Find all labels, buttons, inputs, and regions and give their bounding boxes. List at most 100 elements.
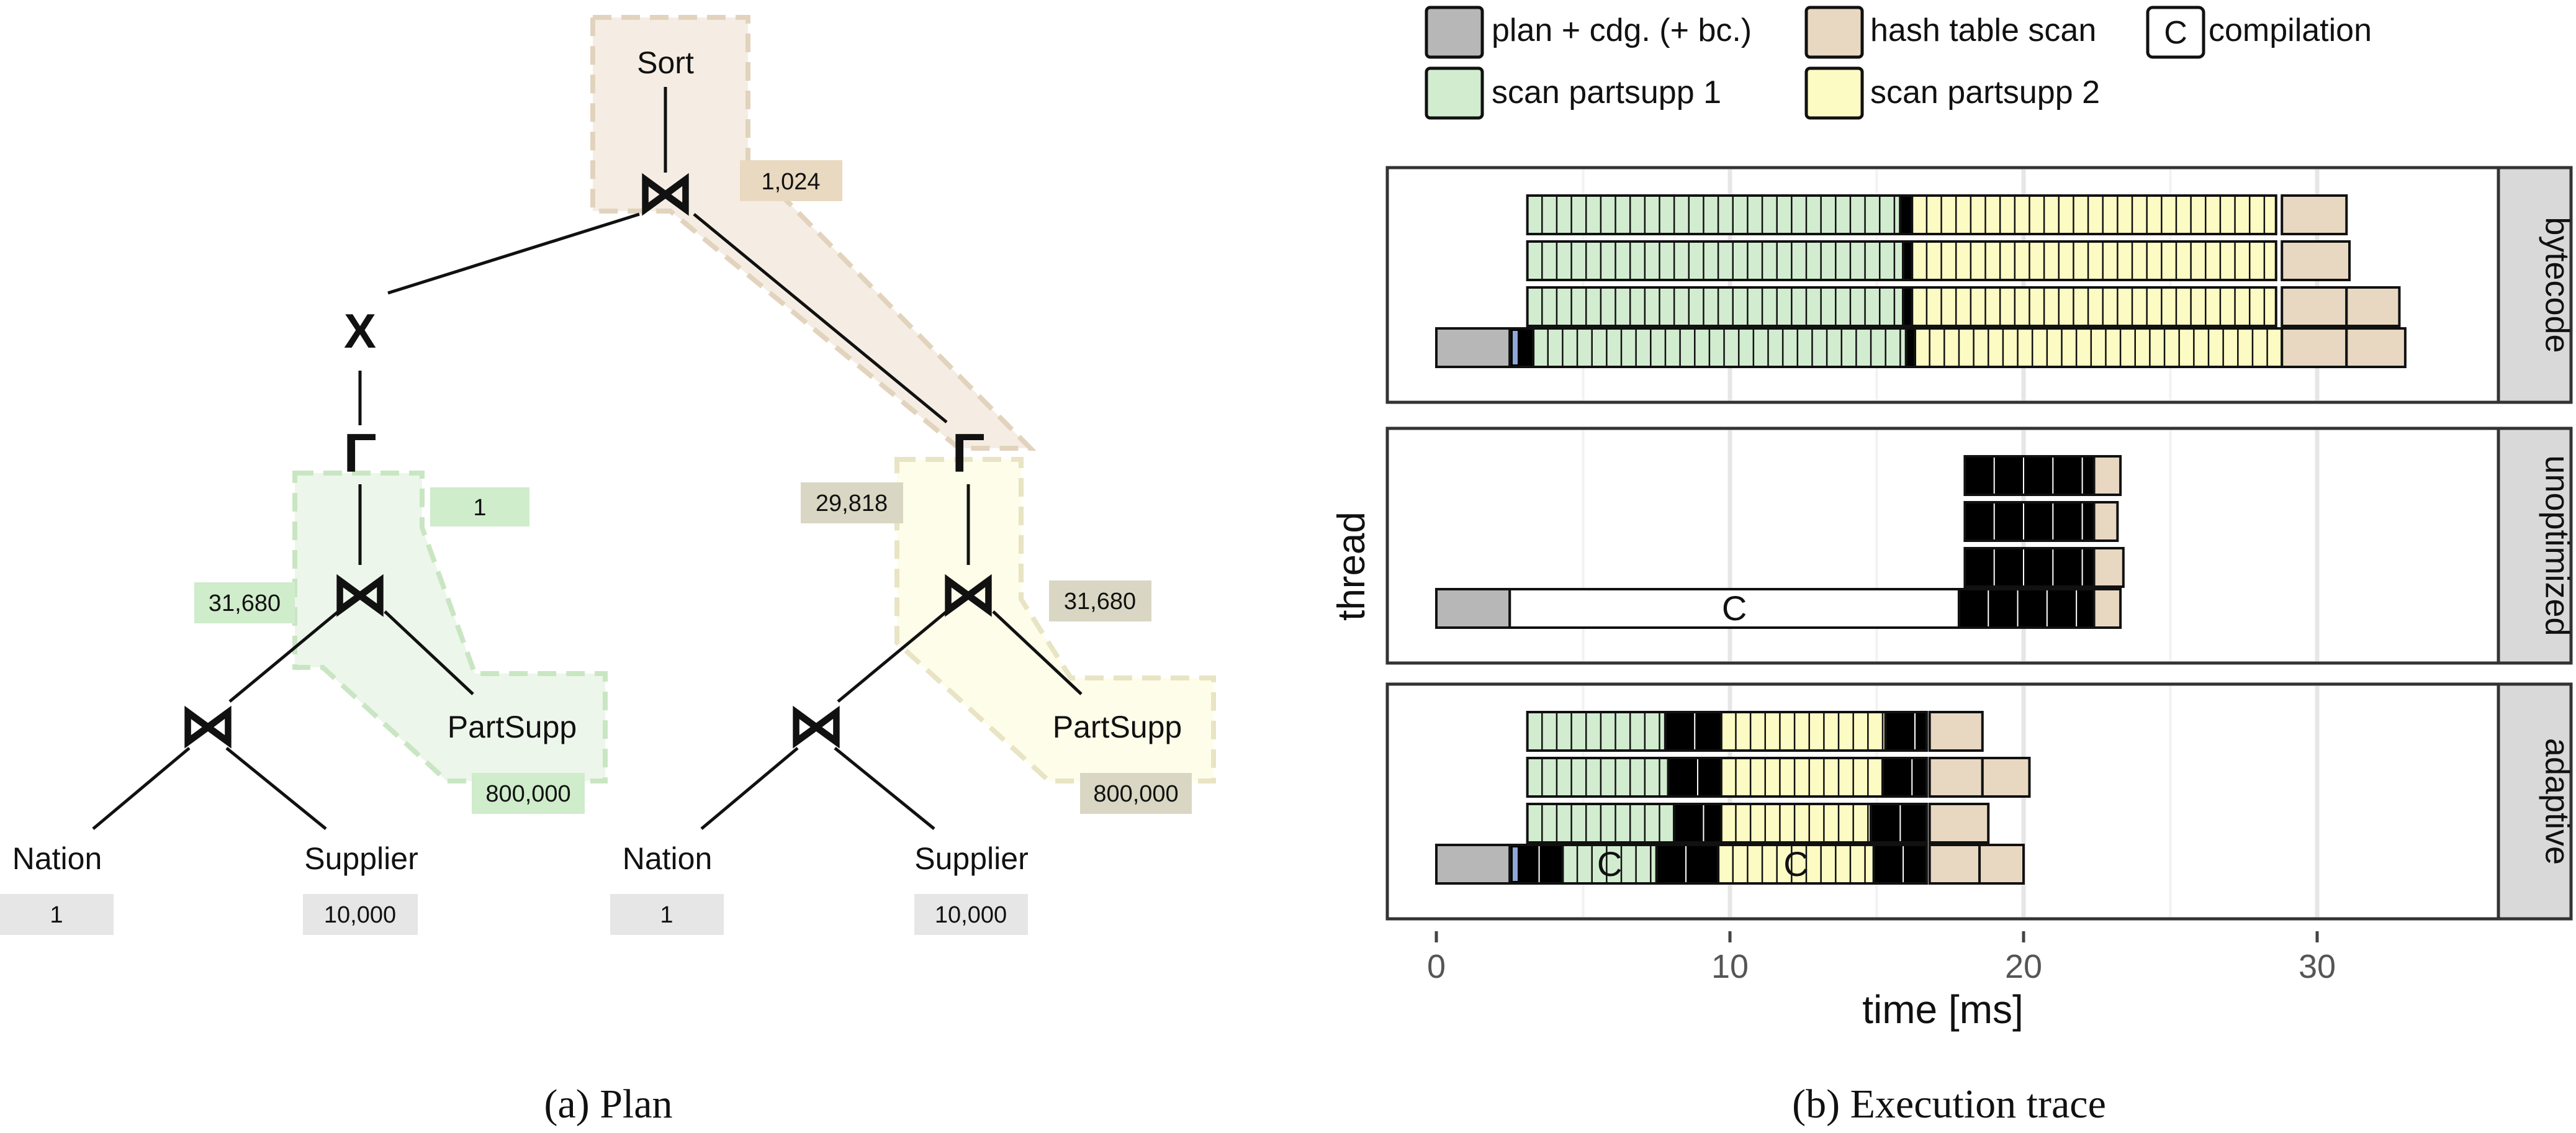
segment-hashscan	[1978, 844, 2025, 885]
highlight-left-pipeline	[292, 471, 608, 783]
segment-scan2	[1911, 240, 2277, 281]
badge-bg	[0, 894, 114, 935]
edge-innerjoin-supplier	[225, 747, 327, 830]
thread-row	[1526, 711, 1984, 752]
badge-bg	[472, 773, 585, 814]
segment-hashscan	[2092, 501, 2119, 542]
segment-plan	[1435, 327, 1511, 368]
badge-bg	[1080, 773, 1192, 814]
edge-innerjoin-nation	[92, 747, 191, 830]
segment-hashscan	[2281, 327, 2348, 368]
facet-strip-label: unoptimized	[2539, 455, 2576, 636]
compile-marker: C	[1783, 844, 1808, 883]
segment-hashscan	[1928, 844, 1981, 885]
legend-label-scan2: scan partsupp 2	[1870, 74, 2100, 111]
x-tick-label: 30	[2299, 948, 2336, 985]
partsupp-left-node: PartSupp	[448, 710, 577, 744]
segment-scan2	[1717, 844, 1875, 885]
edge-rightjoin-partsupp	[992, 610, 1083, 695]
nation-left-node: Nation	[12, 841, 102, 876]
thread-row	[1435, 327, 2407, 368]
segment-hashscan	[1928, 803, 1990, 844]
cardinality-left-join: 31,680	[209, 590, 281, 616]
legend-label-scan1: scan partsupp 1	[1492, 74, 1721, 111]
thread-row: C	[1435, 588, 2122, 629]
segment-black	[1963, 547, 2096, 588]
edge-leftjoin-partsupp	[384, 610, 474, 695]
x-tick-label: 0	[1427, 948, 1446, 985]
segment-black	[1963, 501, 2096, 542]
thread-row	[1526, 286, 2401, 327]
highlight-sort-pipeline	[590, 15, 1037, 451]
thread-row	[1963, 547, 2125, 588]
segment-black	[1904, 327, 1916, 368]
legend-swatch-plan	[1425, 6, 1484, 59]
segment-black	[1881, 757, 1928, 798]
join-icon: ⋈	[788, 694, 845, 757]
group-by-icon: Γ	[952, 422, 985, 484]
segment-scan2	[1719, 757, 1884, 798]
segment-hashscan	[1928, 757, 1984, 798]
segment-hashscan	[2092, 588, 2122, 629]
x-tick-label: 20	[2005, 948, 2042, 985]
segment-hashscan	[1928, 711, 1984, 752]
trace-panel: plan + cdg. (+ bc.) hash table scan C co…	[1330, 6, 2576, 1127]
segment-plan	[1435, 844, 1511, 885]
segment-scan1	[1526, 194, 1902, 235]
segment-black	[1872, 844, 1928, 885]
badge-bg	[914, 894, 1028, 935]
segment-scan1	[1526, 711, 1667, 752]
segment-hashscan	[2092, 547, 2125, 588]
segment-black	[1508, 844, 1564, 885]
thread-row	[1526, 803, 1990, 844]
plan-panel: Sort ⋈ X Γ ⋈ ⋈ Γ ⋈ ⋈ PartSupp Nation Sup…	[0, 15, 1216, 1127]
segment-hashscan	[2092, 455, 2122, 496]
segment-hashscan	[2281, 194, 2348, 235]
trace-caption: (b) Execution trace	[1792, 1081, 2106, 1127]
join-icon: ⋈	[940, 562, 997, 626]
segment-scan2	[1719, 711, 1887, 752]
segment-black	[1667, 757, 1723, 798]
segment-scan1	[1526, 757, 1670, 798]
cardinality-right-join: 31,680	[1064, 589, 1136, 615]
cardinality-right-group: 29,818	[816, 490, 888, 517]
segment-scan2	[1719, 803, 1873, 844]
cardinality-right-nation: 1	[660, 902, 673, 928]
badge-bg	[430, 487, 529, 526]
join-icon: ⋈	[331, 562, 389, 626]
thread-row	[1526, 240, 2351, 281]
plan-caption: (a) Plan	[544, 1081, 672, 1127]
segment-black	[1664, 711, 1723, 752]
thread-row	[1963, 455, 2122, 496]
segment-hashscan	[2345, 286, 2401, 327]
supplier-right-node: Supplier	[914, 841, 1028, 876]
segment-scan1	[1532, 327, 1907, 368]
badge-bg	[610, 894, 724, 935]
group-by-icon: Γ	[344, 422, 377, 484]
legend-swatch-hashscan	[1804, 6, 1864, 59]
join-icon: ⋈	[637, 161, 694, 225]
thread-row	[1526, 194, 2348, 235]
cardinality-top-join: 1,024	[761, 169, 820, 195]
segment-hashscan	[1981, 757, 2031, 798]
segment-compile	[1508, 588, 1960, 629]
segment-plan	[1435, 588, 1511, 629]
segment-black	[1870, 803, 1928, 844]
segment-scan1	[1561, 844, 1658, 885]
cross-product-icon: X	[344, 304, 376, 358]
segment-black	[1655, 844, 1720, 885]
cardinality-badges: 1,024 1 31,680 800,000 1 10,000 29,818 3…	[0, 160, 1192, 935]
edge-rinnerjoin-supplier	[834, 747, 935, 830]
edge-rightjoin-innerjoin	[837, 610, 948, 703]
facet-strip	[2497, 427, 2573, 665]
badge-bg	[801, 482, 903, 523]
segment-hashscan	[2345, 327, 2407, 368]
compile-marker: C	[1722, 589, 1747, 628]
badge-bg	[303, 894, 418, 935]
badge-bg	[194, 582, 295, 623]
sort-node: Sort	[637, 45, 694, 80]
legend-swatch-scan2	[1804, 66, 1864, 120]
